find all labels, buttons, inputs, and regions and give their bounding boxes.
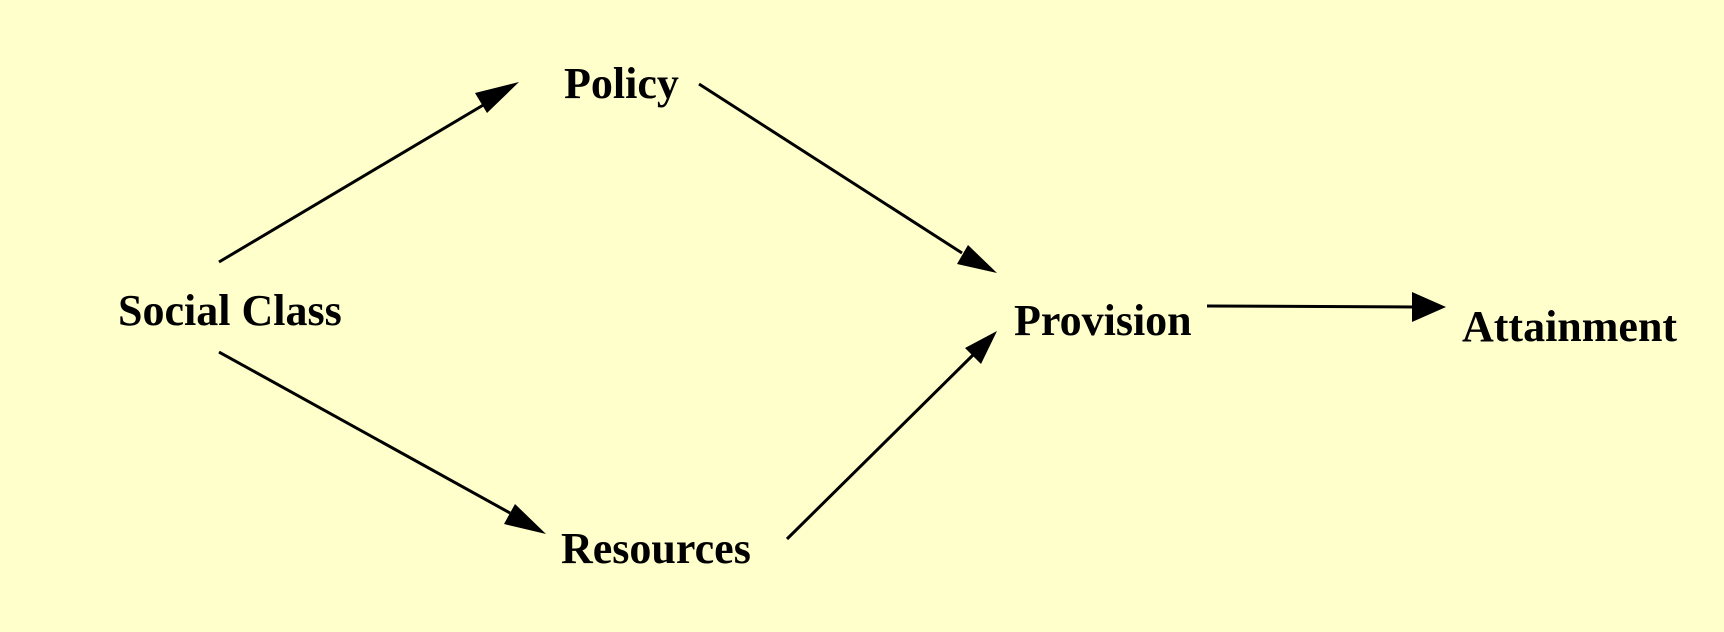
- node-resources: Resources: [561, 524, 751, 573]
- edge-social-class-to-policy: [218, 102, 486, 264]
- node-social-class: Social Class: [118, 286, 342, 335]
- edge-social-class-to-resources: [218, 350, 511, 515]
- edge-social-class-to-resources-arrowhead: [504, 504, 546, 534]
- edge-resources-to-provision-arrowhead: [965, 331, 997, 364]
- edge-provision-to-attainment: [1206, 304, 1415, 309]
- edge-resources-to-provision: [785, 353, 975, 541]
- node-policy: Policy: [564, 59, 679, 108]
- node-provision: Provision: [1014, 296, 1192, 345]
- edge-provision-to-attainment-arrowhead: [1412, 292, 1446, 322]
- edge-policy-to-provision-arrowhead: [957, 245, 997, 273]
- edge-policy-to-provision: [698, 82, 963, 255]
- edge-social-class-to-policy-arrowhead: [475, 82, 519, 113]
- node-attainment: Attainment: [1462, 302, 1678, 351]
